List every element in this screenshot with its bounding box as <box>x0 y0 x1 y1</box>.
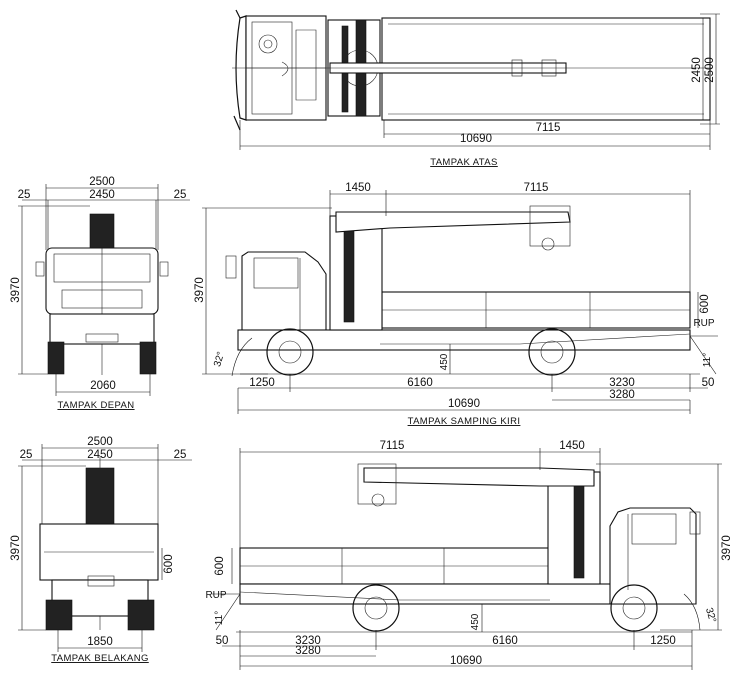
top-dim-10690: 10690 <box>460 133 492 145</box>
top-dim-7115: 7115 <box>536 122 561 134</box>
left-view-title: TAMPAK SAMPING KIRI <box>408 416 521 427</box>
rear-view-title: TAMPAK BELAKANG <box>51 653 149 664</box>
front-dim-3970: 3970 <box>10 277 22 303</box>
left-dim-10690: 10690 <box>448 398 480 410</box>
rear-dim-1850: 1850 <box>87 636 113 648</box>
front-dim-25-right: 25 <box>174 189 187 201</box>
rear-dim-2500: 2500 <box>87 436 113 448</box>
rear-dim-3970: 3970 <box>10 535 22 561</box>
right-dim-450: 450 <box>470 613 481 630</box>
front-dim-2450: 2450 <box>89 189 115 201</box>
left-label-rup: RUP <box>693 318 714 329</box>
left-dim-7115: 7115 <box>524 182 549 194</box>
front-dim-25-left: 25 <box>18 189 31 201</box>
front-dim-2060: 2060 <box>90 380 116 392</box>
top-view: 10690 7115 2450 2500 TAMPAK ATAS <box>232 9 720 168</box>
right-label-rup: RUP <box>205 590 226 601</box>
left-dim-3230: 3230 <box>609 377 635 389</box>
left-side-view: 1450 7115 3970 600 32° RUP 11° 450 1250 … <box>194 182 718 427</box>
front-dim-2500: 2500 <box>89 176 115 188</box>
right-dim-6160: 6160 <box>492 635 518 647</box>
left-dim-1250: 1250 <box>249 377 275 389</box>
rear-dim-25-left: 25 <box>20 449 33 461</box>
top-dim-2500: 2500 <box>704 57 716 83</box>
right-side-view: 7115 1450 3970 600 RUP 11° 450 32° 50 32… <box>205 440 733 670</box>
right-dim-1250: 1250 <box>650 635 676 647</box>
left-dim-600: 600 <box>699 294 711 313</box>
left-dim-3280: 3280 <box>609 389 635 401</box>
left-dim-3970: 3970 <box>194 277 206 303</box>
right-dim-3970: 3970 <box>721 535 733 561</box>
right-dim-3230: 3230 <box>295 635 321 647</box>
right-dim-11deg: 11° <box>214 611 225 625</box>
right-dim-1450: 1450 <box>559 440 585 452</box>
left-dim-32deg: 32° <box>212 351 227 369</box>
left-dim-50: 50 <box>702 377 715 389</box>
top-view-title: TAMPAK ATAS <box>430 157 498 168</box>
left-dim-450: 450 <box>439 353 450 370</box>
left-dim-11deg: 11° <box>702 353 713 367</box>
top-dim-2450: 2450 <box>691 57 703 83</box>
right-dim-3280: 3280 <box>295 645 321 657</box>
left-dim-1450: 1450 <box>345 182 371 194</box>
rear-dim-600: 600 <box>163 554 175 573</box>
rear-dim-2450: 2450 <box>87 449 113 461</box>
right-dim-7115: 7115 <box>380 440 405 452</box>
rear-view: 2500 2450 25 25 3970 600 1850 TAMPAK BEL… <box>10 436 192 664</box>
left-dim-6160: 6160 <box>407 377 433 389</box>
rear-dim-25-right: 25 <box>174 449 187 461</box>
front-view: 2500 2450 25 25 3970 2060 TAMPAK DEPAN <box>10 176 190 411</box>
right-dim-10690: 10690 <box>450 655 482 667</box>
right-dim-600: 600 <box>214 556 226 575</box>
right-dim-50: 50 <box>216 635 229 647</box>
right-dim-32deg: 32° <box>703 607 718 625</box>
front-view-title: TAMPAK DEPAN <box>57 400 134 411</box>
